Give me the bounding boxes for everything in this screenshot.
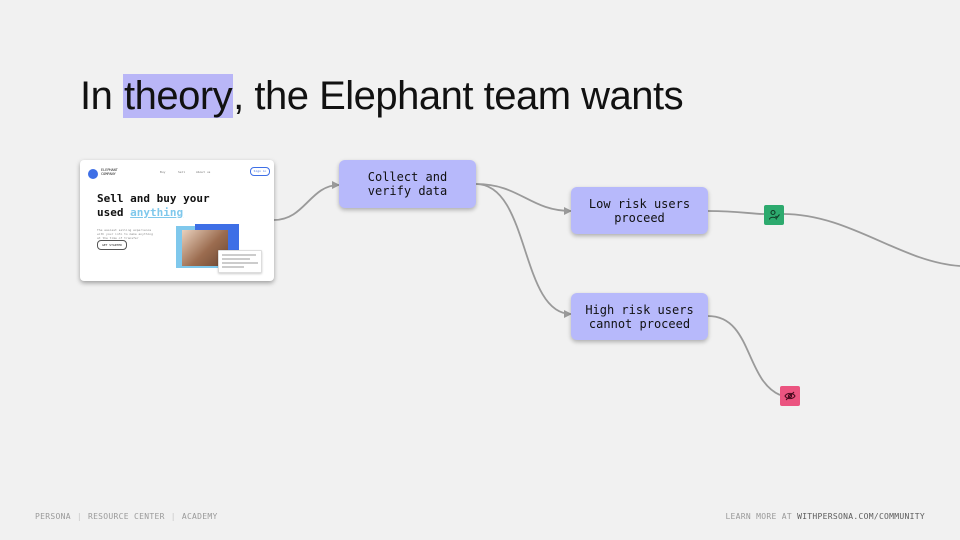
collect-verify-node: Collect and verify data (339, 160, 476, 208)
connector-site-to-collect (273, 181, 340, 221)
connector-collect-to-low (475, 183, 572, 215)
connector-badge-to-edge (782, 213, 960, 267)
footer-community-link[interactable]: WITHPERSONA.COM/COMMUNITY (797, 512, 925, 521)
thumbnail-cta-button: GET STARTED (97, 240, 127, 250)
user-check-icon (764, 205, 784, 225)
thumbnail-subtext: The easiest selling experience with your… (97, 228, 153, 240)
connector-high-to-badge (707, 315, 781, 396)
footer-right: LEARN MORE AT WITHPERSONA.COM/COMMUNITY (725, 512, 925, 521)
thumbnail-headline: Sell and buy your used anything (97, 192, 210, 220)
website-thumbnail: ELEPHANT COMPANY Buy Sell About us Sign … (80, 160, 274, 281)
high-risk-node: High risk users cannot proceed (571, 293, 708, 340)
thumbnail-floating-card (218, 250, 262, 273)
elephant-logo-icon (88, 169, 98, 179)
thumbnail-headline-line2: used anything (97, 206, 210, 220)
title-end: , the Elephant team wants (233, 74, 684, 118)
thumbnail-nav-item: Buy (160, 170, 166, 174)
eye-off-icon (780, 386, 800, 406)
thumbnail-logo-text: ELEPHANT COMPANY (101, 168, 118, 176)
thumbnail-headline-word: used (97, 206, 131, 219)
thumbnail-headline-accent: anything (130, 206, 184, 219)
footer-left: PERSONA|RESOURCE CENTER|ACADEMY (35, 512, 218, 521)
footer-resource-center-link[interactable]: RESOURCE CENTER (87, 512, 165, 521)
low-risk-node: Low risk users proceed (571, 187, 708, 234)
thumbnail-nav-item: About us (196, 170, 211, 174)
slide-title: In theory, the Elephant team wants (80, 74, 684, 119)
connector-low-to-badge (707, 210, 765, 215)
footer-academy-link[interactable]: ACADEMY (181, 512, 218, 521)
connector-collect-to-high (475, 183, 572, 318)
thumbnail-nav-item: Sell (178, 170, 186, 174)
footer-learn-prefix: LEARN MORE AT (725, 512, 798, 521)
title-start: In (80, 74, 123, 118)
thumbnail-nav-button: Sign in (250, 167, 270, 176)
thumbnail-headline-line1: Sell and buy your (97, 192, 210, 205)
footer-brand: PERSONA (35, 512, 71, 521)
title-highlight: theory (122, 74, 234, 118)
